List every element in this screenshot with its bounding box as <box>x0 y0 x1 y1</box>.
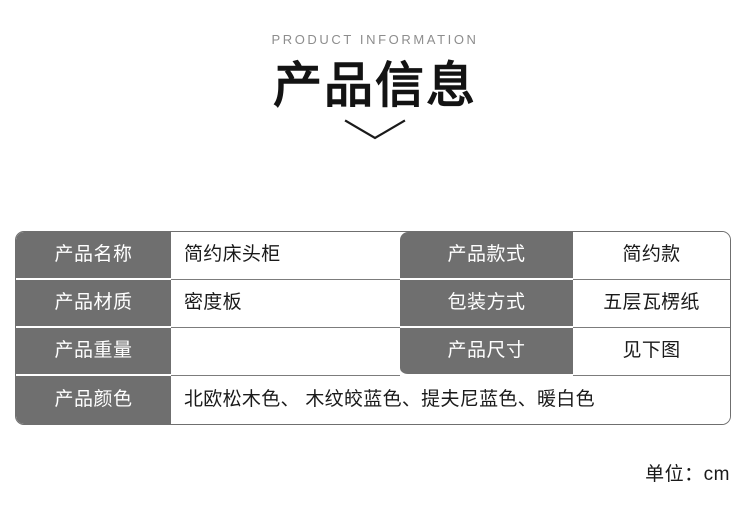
spec-value-product-name: 简约床头柜 <box>171 232 400 280</box>
spec-label-product-size: 产品尺寸 <box>400 328 573 376</box>
spec-label-packaging-method: 包装方式 <box>400 280 573 328</box>
spec-value-packaging-method: 五层瓦楞纸 <box>573 280 730 328</box>
spec-value-product-color: 北欧松木色、 木纹皎蓝色、提夫尼蓝色、暖白色 <box>171 376 730 424</box>
unit-note: 单位：cm <box>645 464 730 485</box>
eyebrow-text: PRODUCT INFORMATION <box>271 32 479 47</box>
spec-value-product-weight <box>171 328 400 376</box>
chevron-down-icon <box>0 119 750 147</box>
spec-label-product-name: 产品名称 <box>16 232 171 280</box>
spec-label-product-material: 产品材质 <box>16 280 171 328</box>
spec-value-product-material: 密度板 <box>171 280 400 328</box>
page-title: 产品信息 <box>272 59 477 113</box>
spec-grid: 产品名称 简约床头柜 产品款式 简约款 产品材质 密度板 包装方式 五层瓦楞纸 … <box>16 232 730 424</box>
spec-label-product-color: 产品颜色 <box>16 376 171 424</box>
spec-label-product-weight: 产品重量 <box>16 328 171 376</box>
page-header: PRODUCT INFORMATION 产品信息 <box>0 0 750 147</box>
spec-value-product-style: 简约款 <box>573 232 730 280</box>
spec-value-product-size: 见下图 <box>573 328 730 376</box>
product-spec-table: 产品名称 简约床头柜 产品款式 简约款 产品材质 密度板 包装方式 五层瓦楞纸 … <box>15 231 731 425</box>
spec-label-product-style: 产品款式 <box>400 232 573 280</box>
